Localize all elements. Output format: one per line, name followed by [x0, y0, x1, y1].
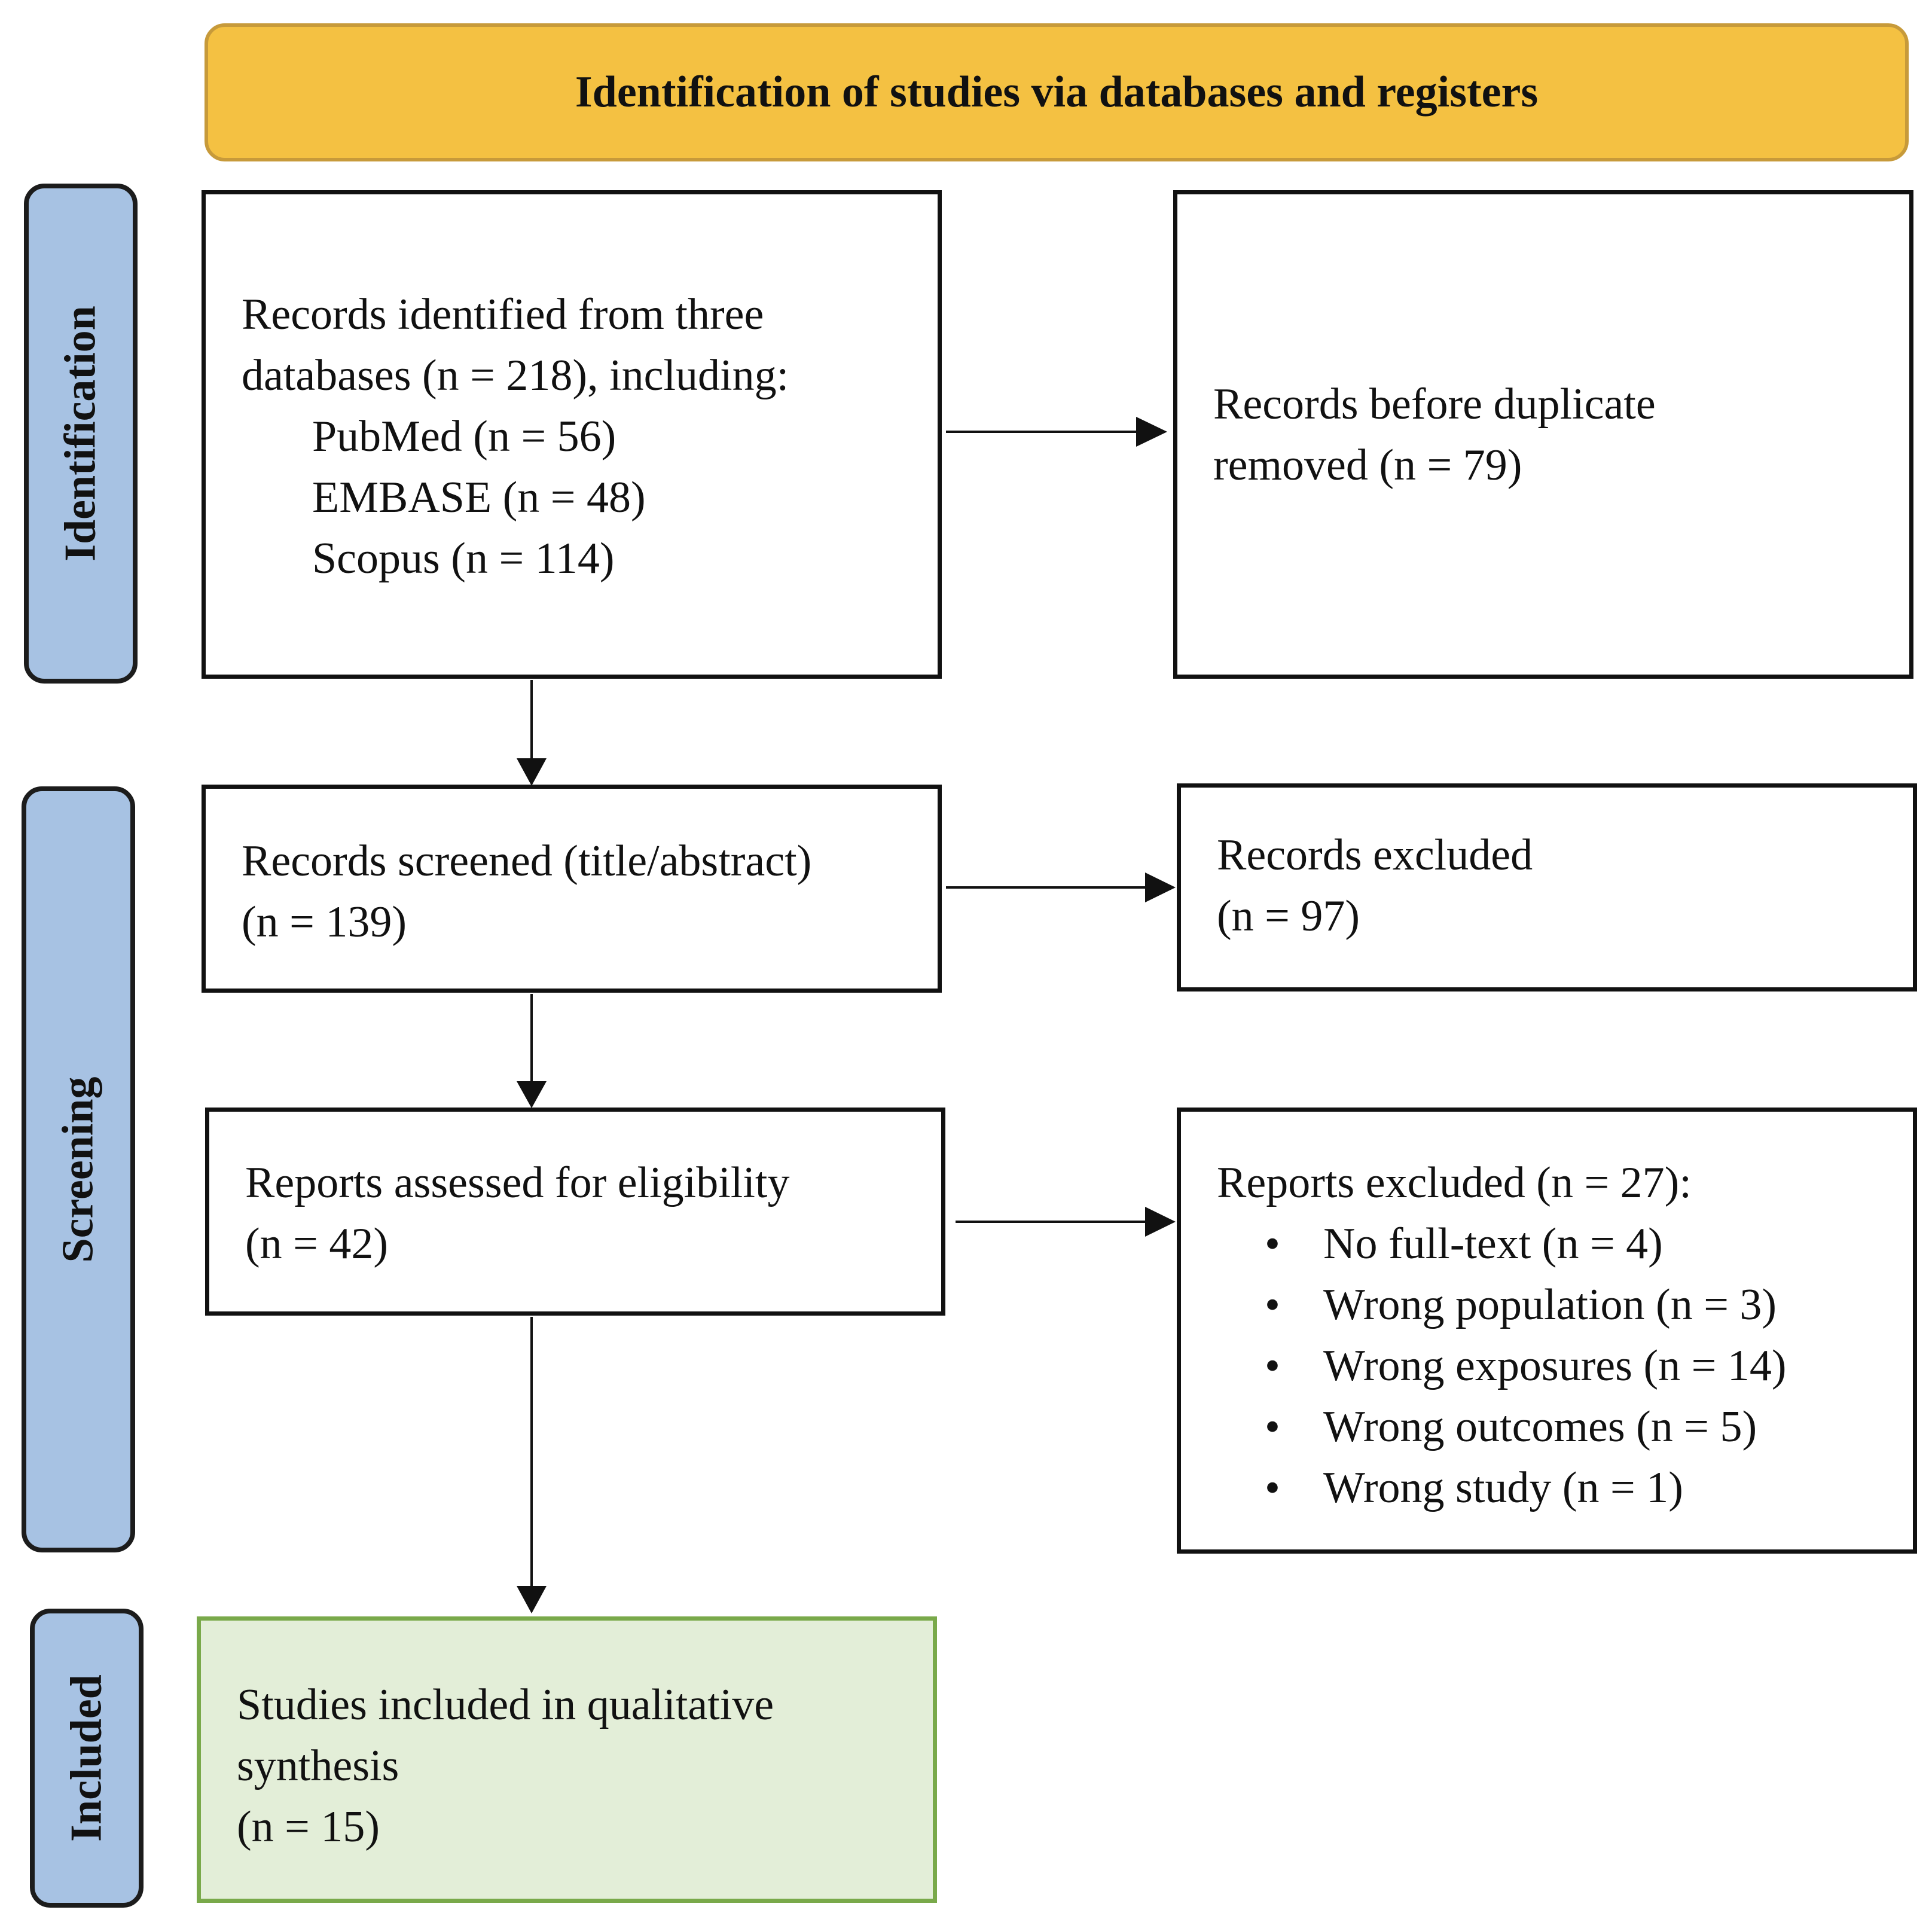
list-item: • Wrong study (n = 1) [1217, 1457, 1913, 1518]
screened-line-1: Records screened (title/abstract) [242, 837, 812, 886]
reports-excluded-title: Reports excluded (n = 27): [1217, 1158, 1692, 1207]
records-excluded-line-1: Records excluded [1217, 831, 1533, 880]
source-embase: EMBASE (n = 48) [312, 473, 646, 522]
exclusion-reasons-list: • No full-text (n = 4) • Wrong population … [1217, 1213, 1913, 1518]
bullet-icon: • [1265, 1280, 1280, 1329]
reason-label: Wrong outcomes (n = 5) [1323, 1402, 1757, 1451]
records-excluded-line-2: (n = 97) [1217, 892, 1360, 941]
header-title: Identification of studies via databases … [575, 68, 1539, 117]
duplicates-box: Records before duplicate removed (n = 79… [1173, 190, 1913, 679]
phase-included: Included [30, 1609, 144, 1908]
bullet-icon: • [1265, 1219, 1280, 1268]
reports-assessed-box: Reports assessed for eligibility (n = 42… [205, 1108, 945, 1316]
arrowhead-icon [1145, 872, 1176, 902]
included-line-2: synthesis [237, 1741, 399, 1790]
bullet-icon: • [1265, 1402, 1280, 1451]
included-line-3: (n = 15) [237, 1802, 380, 1851]
identified-line-1: Records identified from three [242, 290, 764, 339]
reports-excluded-box: Reports excluded (n = 27): • No full-text… [1177, 1108, 1917, 1554]
bullet-icon: • [1265, 1341, 1280, 1390]
source-scopus: Scopus (n = 114) [312, 534, 615, 583]
list-item: • No full-text (n = 4) [1217, 1213, 1913, 1274]
source-pubmed: PubMed (n = 56) [312, 412, 616, 461]
list-item: • Wrong exposures (n = 14) [1217, 1335, 1913, 1396]
list-item: • Wrong outcomes (n = 5) [1217, 1396, 1913, 1457]
included-line-1: Studies included in qualitative [237, 1680, 774, 1729]
screened-line-2: (n = 139) [242, 898, 407, 947]
phase-screening: Screening [22, 786, 135, 1552]
assessed-line-2: (n = 42) [245, 1219, 389, 1268]
reason-label: Wrong exposures (n = 14) [1323, 1341, 1787, 1390]
phase-identification: Identification [24, 184, 138, 684]
identified-line-2: databases (n = 218), including: [242, 351, 789, 400]
records-identified-box: Records identified from three databases … [202, 190, 942, 679]
duplicates-line-2: removed (n = 79) [1213, 441, 1522, 490]
assessed-line-1: Reports assessed for eligibility [245, 1158, 790, 1207]
records-screened-box: Records screened (title/abstract) (n = 1… [202, 785, 942, 993]
reason-label: No full-text (n = 4) [1323, 1219, 1663, 1268]
records-excluded-box: Records excluded (n = 97) [1177, 783, 1917, 991]
arrowhead-icon [1136, 417, 1167, 447]
flow-header: Identification of studies via databases … [205, 23, 1909, 161]
arrowhead-icon [517, 1586, 547, 1613]
bullet-icon: • [1265, 1463, 1280, 1512]
list-item: • Wrong population (n = 3) [1217, 1274, 1913, 1335]
duplicates-line-1: Records before duplicate [1213, 380, 1656, 429]
arrowhead-icon [517, 1081, 547, 1108]
arrowhead-icon [517, 758, 547, 786]
studies-included-box: Studies included in qualitative synthesi… [197, 1616, 937, 1903]
reason-label: Wrong study (n = 1) [1323, 1463, 1683, 1512]
arrowhead-icon [1145, 1207, 1176, 1237]
reason-label: Wrong population (n = 3) [1323, 1280, 1777, 1329]
